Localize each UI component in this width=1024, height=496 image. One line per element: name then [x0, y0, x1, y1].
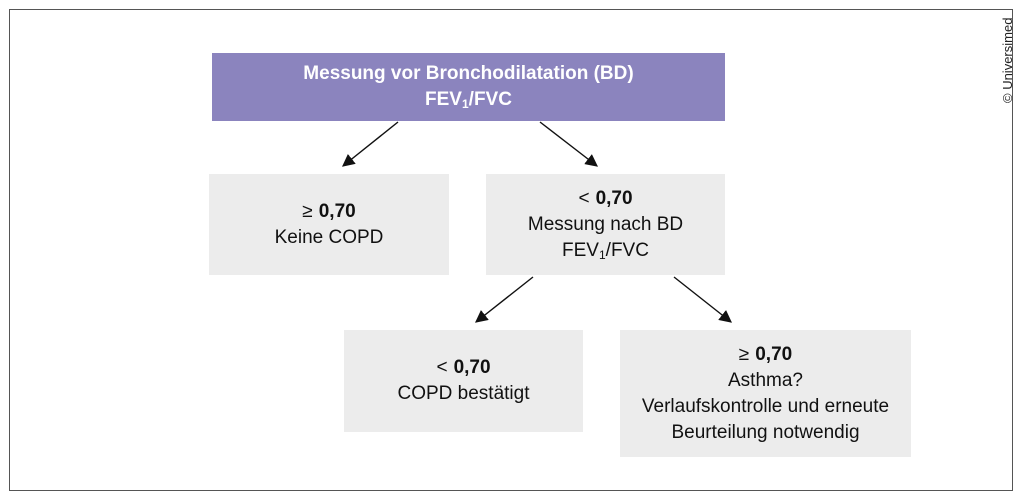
root-node: Messung vor Bronchodilatation (BD) FEV1/…	[212, 53, 725, 121]
mid-ratio: FEV1/FVC	[562, 239, 649, 262]
root-title: Messung vor Bronchodilatation (BD)	[303, 63, 634, 84]
root-ratio: FEV1/FVC	[425, 89, 512, 111]
left-condition: ≥ 0,70	[302, 200, 356, 222]
bottom-right-node: ≥ 0,70 Asthma? Verlaufskontrolle und ern…	[620, 330, 911, 457]
bottom-right-text-1: Asthma?	[728, 369, 803, 391]
bottom-left-text: COPD bestätigt	[397, 383, 530, 404]
bottom-right-condition: ≥ 0,70	[738, 343, 793, 365]
copyright-notice: © Universimed	[1000, 17, 1015, 103]
bottom-left-node: < 0,70 COPD bestätigt	[344, 330, 583, 432]
left-text: Keine COPD	[274, 226, 384, 248]
bottom-right-text-2: Verlaufskontrolle und erneute	[641, 395, 890, 417]
arrow-mid-to-bottom-right	[673, 276, 732, 323]
arrow-root-to-left	[342, 121, 399, 167]
mid-text: Messung nach BD	[527, 213, 684, 235]
arrow-mid-to-bottom-left	[475, 276, 534, 323]
mid-node: < 0,70 Messung nach BD FEV1/FVC	[486, 174, 725, 275]
bottom-right-text-3: Beurteilung notwendig	[671, 421, 860, 443]
bottom-left-condition: < 0,70	[436, 357, 491, 378]
arrow-root-to-mid	[539, 121, 598, 167]
diagram-frame	[9, 9, 1013, 491]
mid-condition: < 0,70	[578, 187, 633, 209]
left-node: ≥ 0,70 Keine COPD	[209, 174, 449, 275]
